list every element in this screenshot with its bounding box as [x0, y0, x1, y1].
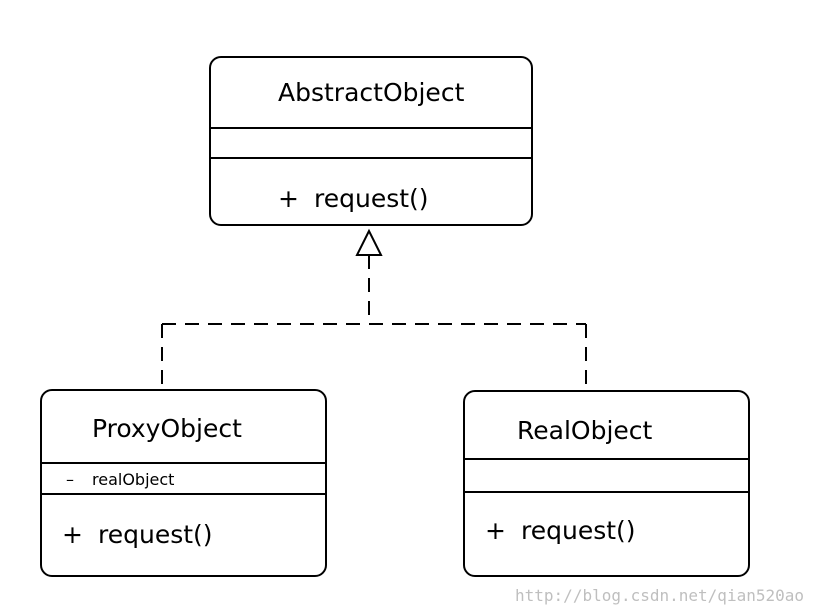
class-name: ProxyObject	[92, 414, 242, 443]
visibility-public: +	[278, 184, 299, 213]
operation-name: request()	[521, 516, 636, 545]
visibility-public: +	[62, 520, 83, 549]
attributes-compartment	[211, 127, 531, 159]
class-name: RealObject	[517, 416, 653, 445]
attribute-real-object: –realObject	[66, 470, 174, 490]
attribute-name: realObject	[92, 470, 175, 489]
watermark-url: http://blog.csdn.net/qian520ao	[515, 586, 804, 605]
class-name: AbstractObject	[278, 78, 465, 107]
operation-request: + request()	[485, 516, 636, 546]
real-object-class: RealObject + request()	[463, 390, 750, 577]
visibility-private: –	[66, 470, 74, 489]
visibility-public: +	[485, 516, 506, 545]
attributes-compartment: –realObject	[42, 462, 325, 495]
operation-name: request()	[98, 520, 213, 549]
operation-request: + request()	[62, 520, 213, 550]
realization-arrowhead	[355, 228, 383, 256]
operations-compartment: + request()	[465, 491, 748, 575]
attributes-compartment	[465, 458, 748, 493]
operation-name: request()	[314, 184, 429, 213]
operation-request: + request()	[278, 184, 429, 214]
operations-compartment: + request()	[42, 493, 325, 575]
proxy-object-class: ProxyObject –realObject + request()	[40, 389, 327, 577]
operations-compartment: + request()	[211, 157, 531, 224]
abstract-object-class: AbstractObject + request()	[209, 56, 533, 226]
